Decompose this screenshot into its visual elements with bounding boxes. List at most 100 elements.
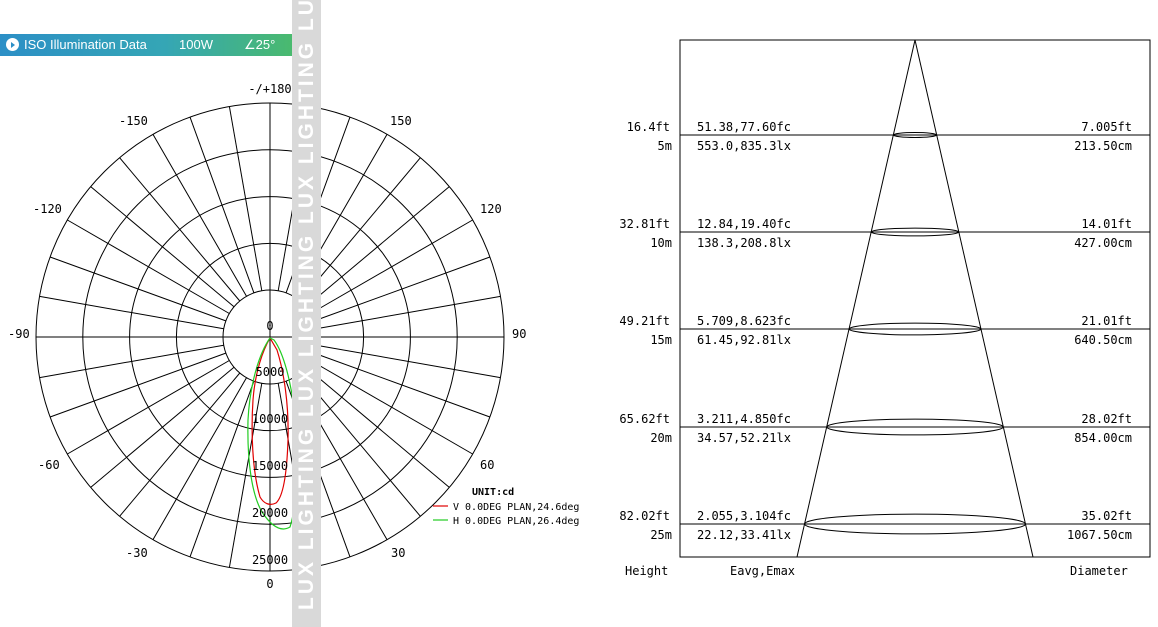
illuminance-row: 32.81ft 10m 12.84,19.40fc 138.3,208.8lx 14.0… bbox=[619, 217, 1150, 250]
banner-title: ISO Illumination Data bbox=[24, 37, 147, 52]
angle-label-m90: -90 bbox=[8, 327, 30, 341]
row-height-ft: 32.81ft bbox=[619, 217, 670, 231]
row-illuminance-lx: 138.3,208.8lx bbox=[697, 236, 791, 250]
grid-spoke bbox=[67, 219, 230, 314]
grid-spoke bbox=[314, 256, 491, 322]
unit-label: UNIT:cd bbox=[472, 487, 514, 498]
legend: V 0.0DEG PLAN,24.6deg H 0.0DEG PLAN,26.4… bbox=[433, 502, 579, 527]
grid-spoke bbox=[152, 134, 247, 297]
row-height-ft: 49.21ft bbox=[619, 314, 670, 328]
grid-spoke bbox=[310, 360, 473, 455]
illuminance-row: 49.21ft15m5.709,8.623fc61.45,92.81lx21.0… bbox=[619, 314, 1150, 347]
grid-spoke bbox=[316, 295, 501, 330]
row-diameter-cm: 427.00cm bbox=[1074, 236, 1132, 250]
row-diameter-cm: 213.50cm bbox=[1074, 139, 1132, 153]
illuminance-row: 65.62ft 20m 3.211,4.850fc 34.57,52.21lx 28.0… bbox=[619, 412, 1150, 445]
row-diameter-ft: 28.02ft bbox=[1081, 412, 1132, 426]
row-height-ft: 16.4ft bbox=[627, 120, 670, 134]
beam-spot-ellipse bbox=[892, 132, 938, 138]
angle-label-60: 60 bbox=[480, 458, 494, 472]
footer-eavg: Eavg,Emax bbox=[730, 564, 795, 578]
beam-spot-ellipse bbox=[848, 322, 982, 336]
banner-power: 100W bbox=[179, 37, 213, 52]
radial-label: 20000 bbox=[252, 506, 288, 520]
grid-spoke bbox=[189, 381, 255, 558]
grid-spoke bbox=[90, 186, 235, 308]
grid-spoke bbox=[316, 344, 501, 379]
radial-label: 25000 bbox=[252, 553, 288, 567]
angle-label-0: 0 bbox=[266, 577, 273, 591]
beam-spot-ellipse bbox=[870, 227, 960, 237]
watermark-strip: LUX LIGHTING LUX LIGHTING LUX LIGHTING L… bbox=[292, 0, 321, 627]
illuminance-row: 82.02ft25m2.055,3.104fc22.12,33.41lx35.0… bbox=[619, 509, 1150, 542]
row-height-m: 20m bbox=[650, 431, 672, 445]
grid-spoke bbox=[39, 344, 224, 379]
grid-spoke bbox=[305, 366, 450, 488]
angle-label-90: 90 bbox=[512, 327, 526, 341]
row-diameter-cm: 640.50cm bbox=[1074, 333, 1132, 347]
grid-spoke bbox=[90, 366, 235, 488]
row-diameter-ft: 35.02ft bbox=[1081, 509, 1132, 523]
grid-spoke bbox=[49, 256, 226, 322]
banner-angle: ∠25° bbox=[244, 37, 276, 52]
beam-spot-ellipse bbox=[826, 418, 1004, 436]
grid-spoke bbox=[305, 186, 450, 308]
grid-spoke bbox=[49, 352, 226, 418]
legend-label-v: V 0.0DEG PLAN,24.6deg bbox=[453, 502, 579, 513]
grid-spoke bbox=[67, 360, 230, 455]
row-illuminance-fc: 5.709,8.623fc bbox=[697, 314, 791, 328]
row-diameter-cm: 854.00cm bbox=[1074, 431, 1132, 445]
beam-spot-ellipse bbox=[804, 513, 1026, 535]
angle-label-m30: -30 bbox=[126, 546, 148, 560]
row-height-m: 15m bbox=[650, 333, 672, 347]
row-height-m: 10m bbox=[650, 236, 672, 250]
angle-label-m60: -60 bbox=[38, 458, 60, 472]
play-circle-icon bbox=[6, 38, 19, 51]
row-height-ft: 65.62ft bbox=[619, 412, 670, 426]
row-height-m: 25m bbox=[650, 528, 672, 542]
footer-diameter: Diameter bbox=[1070, 564, 1128, 578]
grid-spoke bbox=[39, 295, 224, 330]
legend-label-h: H 0.0DEG PLAN,26.4deg bbox=[453, 516, 579, 527]
angle-label-m120: -120 bbox=[33, 202, 62, 216]
radial-label: 10000 bbox=[252, 412, 288, 426]
cone-edge-left bbox=[796, 39, 916, 558]
grid-spoke bbox=[228, 106, 263, 291]
row-illuminance-lx: 553.0,835.3lx bbox=[697, 139, 791, 153]
row-height-ft: 82.02ft bbox=[619, 509, 670, 523]
curve-v-plane bbox=[251, 336, 289, 505]
row-illuminance-lx: 22.12,33.41lx bbox=[697, 528, 791, 542]
grid-spoke bbox=[119, 372, 241, 517]
row-diameter-cm: 1067.50cm bbox=[1067, 528, 1132, 542]
row-diameter-ft: 14.01ft bbox=[1081, 217, 1132, 231]
grid-spoke bbox=[228, 383, 263, 568]
watermark-text: LUX LIGHTING LUX LIGHTING LUX LIGHTING L… bbox=[295, 0, 318, 610]
row-illuminance-fc: 51.38,77.60fc bbox=[697, 120, 791, 134]
footer-height: Height bbox=[625, 564, 668, 578]
row-illuminance-fc: 12.84,19.40fc bbox=[697, 217, 791, 231]
row-illuminance-fc: 3.211,4.850fc bbox=[697, 412, 791, 426]
title-banner: ISO Illumination Data 100W ∠25° bbox=[0, 34, 300, 56]
angle-label-150: 150 bbox=[390, 114, 412, 128]
polar-candela-diagram: -/+180 0 -90 90 -150 150 -120 120 -60 60… bbox=[8, 82, 579, 591]
radial-label: 5000 bbox=[256, 365, 285, 379]
illuminance-cone-diagram: 16.4ft 5m 51.38,77.60fc 553.0,835.3lx 7.005f… bbox=[619, 39, 1151, 578]
angle-label-m150: -150 bbox=[119, 114, 148, 128]
grid-spoke bbox=[119, 157, 241, 302]
cone-edge-right bbox=[914, 39, 1034, 558]
grid-spoke bbox=[314, 352, 491, 418]
row-illuminance-lx: 34.57,52.21lx bbox=[697, 431, 791, 445]
row-height-m: 5m bbox=[658, 139, 672, 153]
grid-spoke bbox=[310, 219, 473, 314]
row-illuminance-lx: 61.45,92.81lx bbox=[697, 333, 791, 347]
angle-label-120: 120 bbox=[480, 202, 502, 216]
radial-label: 15000 bbox=[252, 459, 288, 473]
cone-frame bbox=[679, 39, 1151, 558]
angle-label-180: -/+180 bbox=[248, 82, 291, 96]
grid-spoke bbox=[189, 116, 255, 293]
row-diameter-ft: 7.005ft bbox=[1081, 120, 1132, 134]
grid-spoke bbox=[152, 377, 247, 540]
illuminance-row: 16.4ft 5m 51.38,77.60fc 553.0,835.3lx 7.005f… bbox=[627, 120, 1150, 153]
radial-label: 0 bbox=[266, 319, 273, 333]
